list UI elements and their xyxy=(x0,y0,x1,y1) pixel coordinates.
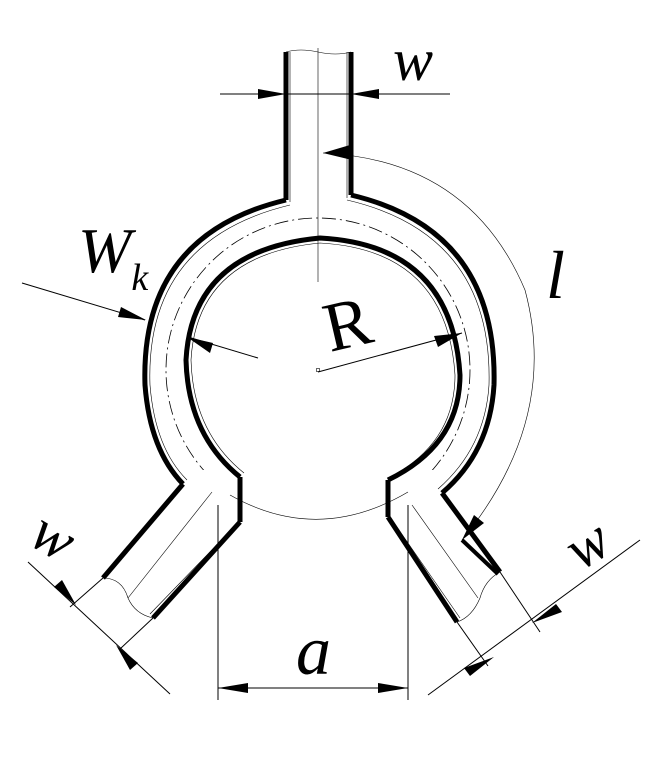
dimension-w-top: w xyxy=(220,27,450,99)
label-w-right: w xyxy=(552,505,621,582)
center-point xyxy=(316,368,320,372)
arc-l xyxy=(322,152,535,541)
label-w-top: w xyxy=(393,27,433,93)
dimension-w-right: w xyxy=(427,505,641,696)
outer-ring-right xyxy=(350,192,497,495)
label-a: a xyxy=(296,613,331,690)
left-port-inner-edge xyxy=(151,520,242,620)
label-l: l xyxy=(546,237,565,313)
mean-circle-gap-arc xyxy=(229,491,409,520)
right-port-inner-edge xyxy=(385,515,460,624)
dimension-wk: Wk xyxy=(21,215,259,359)
ring-mean-circle xyxy=(165,217,471,470)
dimension-r: R xyxy=(316,282,463,373)
conductor-inner-lines xyxy=(106,52,498,619)
port-break-lines xyxy=(102,49,501,623)
inner-ring xyxy=(183,235,463,483)
label-wk: Wk xyxy=(78,215,149,299)
dimension-l: l xyxy=(322,145,565,576)
right-port-centerline xyxy=(411,504,479,599)
outer-ring-left xyxy=(142,197,287,486)
center-lines xyxy=(127,48,479,599)
dimension-a: a xyxy=(217,505,409,700)
conductor-outline xyxy=(101,52,503,624)
label-r: R xyxy=(316,282,379,368)
left-port-centerline xyxy=(127,491,213,599)
label-w-left: w xyxy=(20,497,88,574)
